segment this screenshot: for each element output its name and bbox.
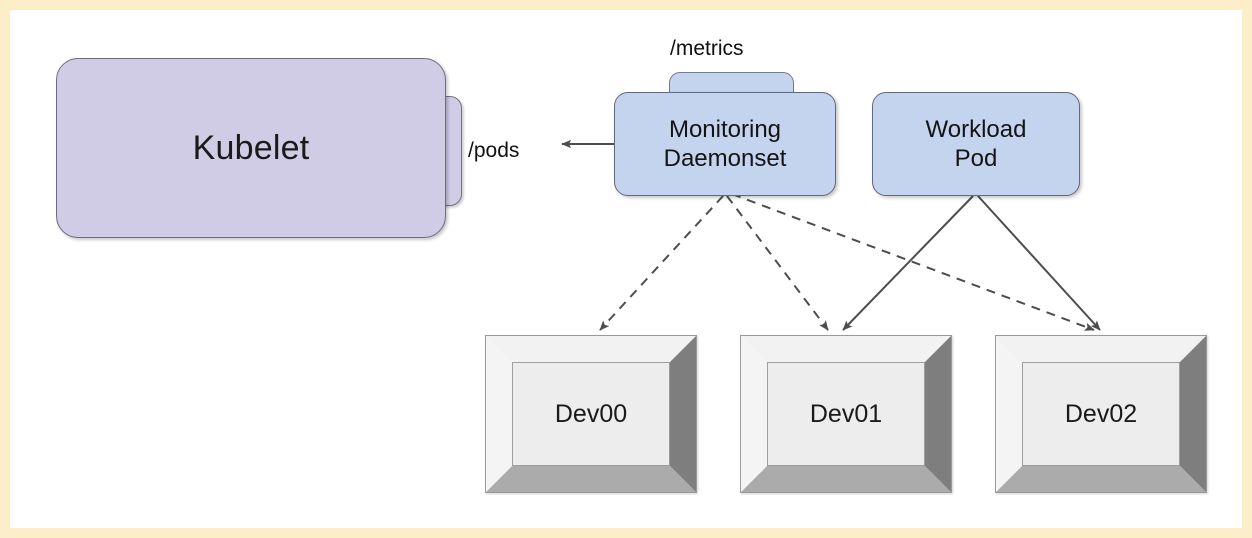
edge-daemonset-to-dev00	[599, 195, 724, 331]
workload-pod-label-line1: Workload	[925, 115, 1027, 143]
node-kubelet[interactable]: Kubelet	[56, 58, 446, 238]
node-device-dev02[interactable]: Dev02	[995, 335, 1207, 493]
monitoring-daemonset-label-line1: Monitoring	[668, 115, 782, 143]
edge-daemonset-to-dev01	[726, 195, 829, 331]
bevel-top-edge	[486, 336, 696, 362]
node-device-dev00[interactable]: Dev00	[485, 335, 697, 493]
device-label: Dev01	[809, 399, 883, 428]
edge-workloadpod-to-dev01	[842, 195, 974, 331]
kubelet-label: Kubelet	[192, 128, 310, 167]
bevel-bottom-edge	[996, 466, 1206, 492]
bevel-bottom-edge	[486, 466, 696, 492]
device-screen: Dev02	[1022, 362, 1180, 466]
device-frame: Dev01	[740, 335, 952, 493]
node-device-dev01[interactable]: Dev01	[740, 335, 952, 493]
diagram-stage: Kubelet /pods /metrics Monitoring Daemon…	[10, 10, 1242, 528]
bevel-left-edge	[741, 336, 767, 492]
device-screen: Dev01	[767, 362, 925, 466]
bevel-right-edge	[670, 336, 696, 492]
edge-daemonset-to-dev02	[731, 193, 1095, 331]
bevel-top-edge	[741, 336, 951, 362]
bevel-top-edge	[996, 336, 1206, 362]
metrics-endpoint-label: /metrics	[670, 37, 744, 60]
workload-pod-label-line2: Pod	[954, 145, 998, 172]
device-frame: Dev02	[995, 335, 1207, 493]
bevel-left-edge	[996, 336, 1022, 492]
device-label: Dev00	[554, 399, 628, 428]
monitoring-daemonset-label-line2: Daemonset	[663, 145, 787, 172]
bevel-right-edge	[1180, 336, 1206, 492]
device-frame: Dev00	[485, 335, 697, 493]
bevel-bottom-edge	[741, 466, 951, 492]
pods-endpoint-label: /pods	[468, 139, 520, 162]
bevel-left-edge	[486, 336, 512, 492]
bevel-right-edge	[925, 336, 951, 492]
edge-workloadpod-to-dev02	[977, 195, 1101, 331]
device-screen: Dev00	[512, 362, 670, 466]
device-label: Dev02	[1064, 399, 1138, 428]
node-monitoring-daemonset[interactable]: Monitoring Daemonset	[614, 92, 836, 196]
node-workload-pod[interactable]: Workload Pod	[872, 92, 1080, 196]
